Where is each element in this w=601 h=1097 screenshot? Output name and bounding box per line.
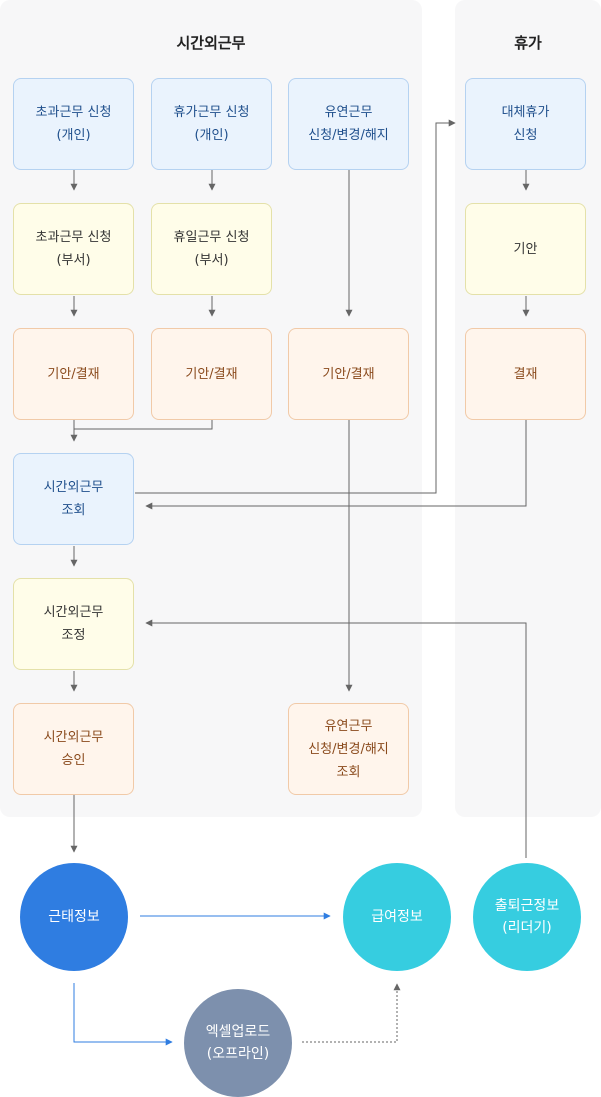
box-substitute-leave-request: 대체휴가 신청 — [465, 78, 586, 170]
box-overtime-request-dept: 초과근무 신청 (부서) — [13, 203, 134, 295]
circle-payroll-info: 급여정보 — [343, 863, 451, 971]
box-overtime-approve: 시간외근무 승인 — [13, 703, 134, 795]
arrow-commute-to-adjust — [145, 619, 527, 858]
box-overtime-inquiry: 시간외근무 조회 — [13, 453, 134, 545]
box-overtime-adjust: 시간외근무 조정 — [13, 578, 134, 670]
box-leave-approval: 결재 — [465, 328, 586, 420]
leave-panel-title: 휴가 — [514, 34, 542, 52]
arrow-excel-to-payroll — [302, 983, 401, 1043]
box-draft-approval-1: 기안/결재 — [13, 328, 134, 420]
box-holiday-request-personal: 휴가근무 신청 (개인) — [151, 78, 272, 170]
box-flex-inquiry: 유연근무 신청/변경/해지 조회 — [288, 703, 409, 795]
arrow-attendance-to-excel — [73, 983, 173, 1046]
circle-excel-upload: 엑셀업로드 (오프라인) — [184, 989, 292, 1097]
box-overtime-request-personal: 초과근무 신청 (개인) — [13, 78, 134, 170]
box-draft-approval-2: 기안/결재 — [151, 328, 272, 420]
line-approval2-join — [74, 420, 213, 430]
overtime-panel-title: 시간외근무 — [176, 34, 246, 52]
box-flex-request: 유연근무 신청/변경/해지 — [288, 78, 409, 170]
arrow-leave-approval-to-inquiry — [145, 420, 527, 510]
box-leave-draft: 기안 — [465, 203, 586, 295]
box-draft-approval-3: 기안/결재 — [288, 328, 409, 420]
circle-attendance-info: 근태정보 — [20, 863, 128, 971]
circle-commute-info: 출퇴근정보 (리더기) — [473, 863, 581, 971]
arrow-inquiry-to-leave-request — [135, 119, 456, 494]
box-holiday-request-dept: 휴일근무 신청 (부서) — [151, 203, 272, 295]
